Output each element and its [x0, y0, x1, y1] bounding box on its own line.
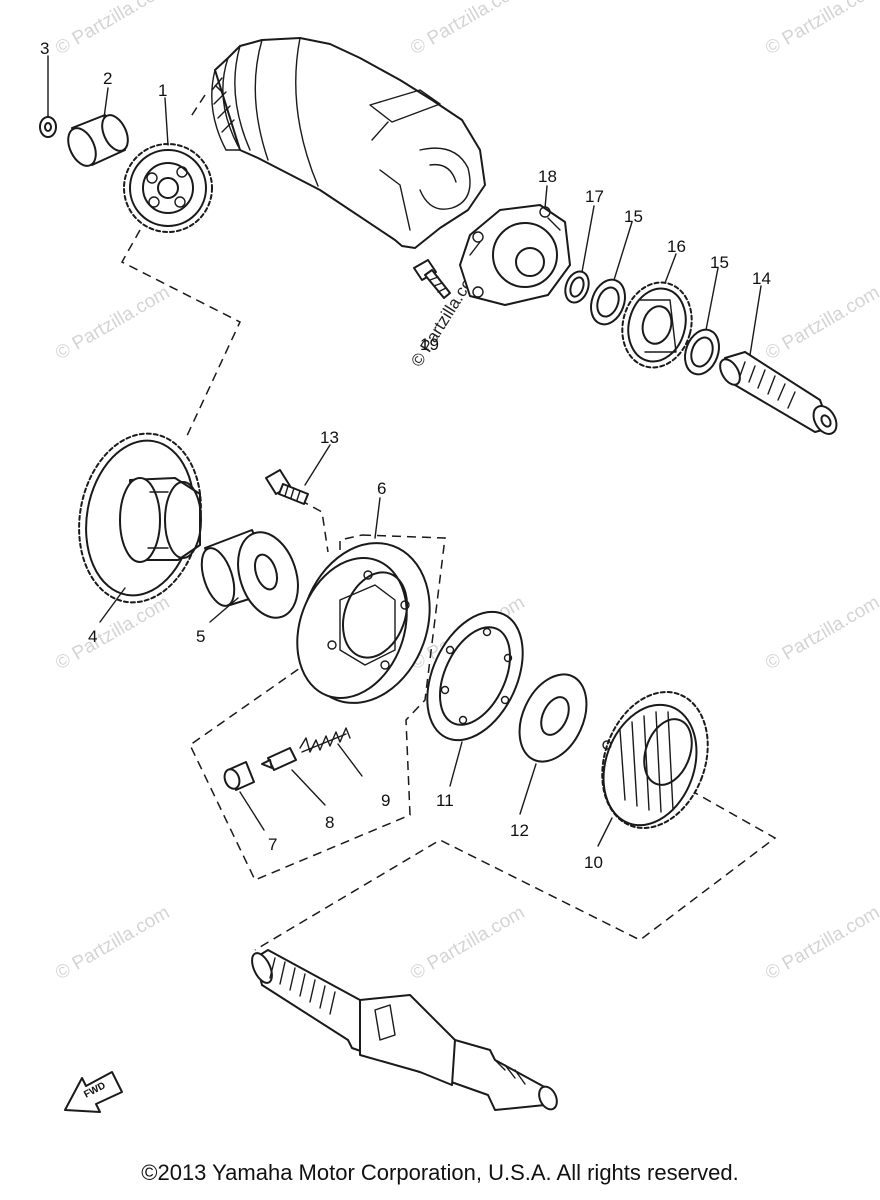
part-9-spring — [299, 727, 351, 753]
part-label-10: 10 — [584, 853, 603, 872]
part-label-3: 3 — [40, 39, 49, 58]
part-14-shaft — [719, 351, 838, 435]
part-label-2: 2 — [103, 69, 112, 88]
part-12-thrust-washer — [518, 673, 588, 763]
part-15-washer — [684, 328, 720, 376]
part-label-15b: 15 — [710, 253, 729, 272]
part-11-plate — [426, 610, 524, 742]
part-6-clutch-housing — [296, 542, 431, 704]
part-label-16: 16 — [667, 237, 686, 256]
part-15-washer — [590, 278, 626, 326]
watermark-text: © Partzilla.com — [762, 0, 880, 59]
part-5-flanged-collar — [200, 529, 299, 619]
watermark-text: © Partzilla.com — [762, 592, 880, 674]
copyright-notice: ©2013 Yamaha Motor Corporation, U.S.A. A… — [141, 1160, 739, 1185]
watermark-text: © Partzilla.com — [52, 282, 173, 364]
part-3-washer — [39, 116, 57, 138]
part-8-plunger — [261, 747, 297, 771]
starter-motor — [211, 37, 486, 249]
main-shaft — [251, 949, 558, 1111]
watermark-text: © Partzilla.com — [762, 282, 880, 364]
part-13-bolt — [265, 469, 309, 505]
part-18-bracket — [459, 204, 571, 306]
part-label-8: 8 — [325, 813, 334, 832]
part-16-gear — [621, 281, 693, 369]
part-labels: 3 2 1 18 17 15 16 15 14 19 13 6 4 5 9 8 … — [40, 39, 771, 872]
part-label-15a: 15 — [624, 207, 643, 226]
part-2-collar — [67, 114, 129, 167]
part-10-clutch-gear — [601, 691, 709, 829]
part-label-7: 7 — [268, 835, 277, 854]
watermark-text: © Partzilla.com — [407, 902, 528, 984]
part-label-19: 19 — [420, 335, 439, 354]
part-label-1: 1 — [158, 81, 167, 100]
watermark-text: © Partzilla.com — [52, 902, 173, 984]
part-label-5: 5 — [196, 627, 205, 646]
part-7-roller — [223, 761, 255, 791]
part-label-11: 11 — [436, 791, 454, 810]
part-label-13: 13 — [320, 428, 339, 447]
part-4-large-gear — [78, 432, 202, 604]
part-19-bolt — [413, 259, 451, 299]
watermark-text: © Partzilla.com — [407, 0, 528, 59]
forward-direction-arrow: FWD — [64, 1071, 123, 1113]
part-label-17: 17 — [585, 187, 604, 206]
part-label-6: 6 — [377, 479, 386, 498]
watermark-text: © Partzilla.com — [52, 0, 173, 59]
part-label-18: 18 — [538, 167, 557, 186]
part-1-gear — [123, 143, 213, 233]
part-label-12: 12 — [510, 821, 529, 840]
watermark-text: © Partzilla.com — [762, 902, 880, 984]
part-label-9: 9 — [381, 791, 390, 810]
part-17-circlip — [564, 270, 590, 304]
part-label-14: 14 — [752, 269, 771, 288]
part-label-4: 4 — [88, 627, 97, 646]
